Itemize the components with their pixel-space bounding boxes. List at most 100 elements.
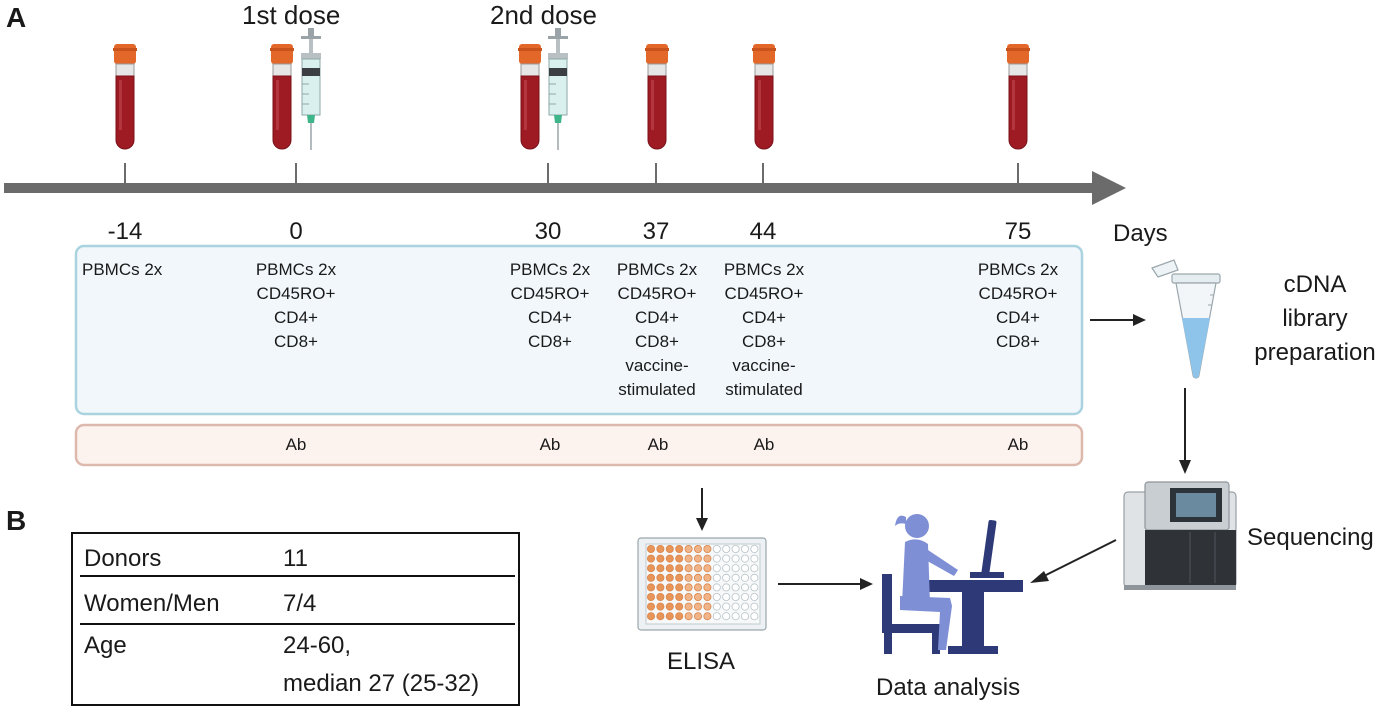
sample-line: stimulated	[618, 380, 696, 399]
elisa-label: ELISA	[667, 648, 736, 675]
elisa-well	[703, 593, 712, 602]
elisa-well	[694, 573, 703, 582]
elisa-well	[712, 573, 721, 582]
elisa-well	[703, 573, 712, 582]
elisa-well	[731, 583, 740, 592]
data-analysis-label: Data analysis	[876, 674, 1021, 701]
elisa-well	[656, 564, 665, 573]
sample-line: stimulated	[725, 380, 803, 399]
elisa-well	[750, 602, 759, 611]
elisa-well	[731, 554, 740, 563]
table-row-label: Age	[84, 632, 127, 659]
elisa-well	[731, 573, 740, 582]
panel-b-label: B	[6, 505, 27, 536]
elisa-well	[722, 593, 731, 602]
elisa-well	[712, 593, 721, 602]
elisa-well	[703, 554, 712, 563]
elisa-well	[722, 612, 731, 621]
second-dose-label: 2nd dose	[490, 0, 597, 30]
elisa-well	[741, 612, 750, 621]
elisa-well	[694, 593, 703, 602]
elisa-well	[647, 593, 656, 602]
syringe-icon	[547, 27, 569, 151]
elisa-well	[750, 545, 759, 554]
eppendorf-tube-icon	[1151, 259, 1221, 379]
elisa-well	[731, 593, 740, 602]
elisa-well	[694, 583, 703, 592]
elisa-well	[647, 583, 656, 592]
antibody-label: Ab	[285, 435, 307, 454]
panel-a-label: A	[6, 2, 27, 33]
elisa-well	[731, 612, 740, 621]
day-label: 0	[289, 218, 303, 245]
elisa-well	[703, 564, 712, 573]
sample-column: PBMCs 2x	[82, 258, 162, 282]
elisa-well	[712, 583, 721, 592]
sample-line: CD8+	[996, 332, 1040, 351]
elisa-well	[665, 545, 674, 554]
elisa-well	[712, 545, 721, 554]
elisa-well	[675, 564, 684, 573]
sample-line: CD8+	[528, 332, 572, 351]
elisa-well	[675, 602, 684, 611]
elisa-well	[741, 554, 750, 563]
sample-line: CD4+	[274, 308, 318, 327]
sample-line: PBMCs 2x	[509, 260, 591, 279]
sample-line: CD45RO+	[724, 284, 804, 303]
sample-line: CD45RO+	[617, 284, 697, 303]
sample-line: CD4+	[528, 308, 572, 327]
blood-tube-icon	[269, 43, 295, 150]
elisa-well	[741, 545, 750, 554]
elisa-well	[741, 602, 750, 611]
elisa-well	[722, 545, 731, 554]
elisa-well	[665, 602, 674, 611]
elisa-well	[694, 612, 703, 621]
sample-column: PBMCs 2x CD45RO+ CD4+ CD8+	[236, 258, 356, 354]
timeline-ticks	[124, 163, 1019, 184]
elisa-well	[647, 545, 656, 554]
day-label: 44	[749, 218, 777, 245]
elisa-well	[647, 573, 656, 582]
sample-column: PBMCs 2x CD45RO+ CD4+ CD8+	[490, 258, 610, 354]
elisa-well	[694, 545, 703, 554]
blood-tube-icon	[112, 43, 138, 150]
elisa-well	[741, 564, 750, 573]
sequencing-label: Sequencing	[1247, 524, 1374, 551]
elisa-well	[675, 573, 684, 582]
sample-line: PBMCs 2x	[616, 260, 698, 279]
sample-line: vaccine-	[732, 356, 796, 375]
elisa-well	[684, 564, 693, 573]
elisa-well	[694, 564, 703, 573]
elisa-well	[656, 554, 665, 563]
elisa-well	[665, 564, 674, 573]
sample-line: CD45RO+	[978, 284, 1058, 303]
elisa-well	[647, 554, 656, 563]
elisa-well	[647, 602, 656, 611]
antibody-label: Ab	[647, 435, 669, 454]
table-row-label: Women/Men	[84, 590, 220, 617]
elisa-well	[750, 554, 759, 563]
sample-line: CD45RO+	[510, 284, 590, 303]
elisa-well	[684, 545, 693, 554]
elisa-well	[722, 602, 731, 611]
cdna-line: preparation	[1254, 339, 1376, 366]
sample-column: PBMCs 2x CD45RO+ CD4+ CD8+ vaccine- stim…	[713, 258, 815, 402]
elisa-well	[675, 593, 684, 602]
day-label: 75	[1004, 218, 1032, 245]
elisa-well	[656, 583, 665, 592]
blood-tube-icon	[751, 43, 777, 150]
elisa-well	[741, 573, 750, 582]
sample-line: CD4+	[635, 308, 679, 327]
cdna-line: library	[1282, 305, 1348, 332]
sample-line: CD4+	[742, 308, 786, 327]
table-row-label: Donors	[84, 545, 162, 572]
sample-line: CD8+	[274, 332, 318, 351]
day-label: -14	[107, 218, 143, 245]
elisa-well	[684, 554, 693, 563]
elisa-well	[665, 593, 674, 602]
elisa-well	[665, 573, 674, 582]
elisa-well	[703, 602, 712, 611]
antibody-box	[74, 423, 1084, 467]
blood-tube-icon	[517, 43, 543, 150]
